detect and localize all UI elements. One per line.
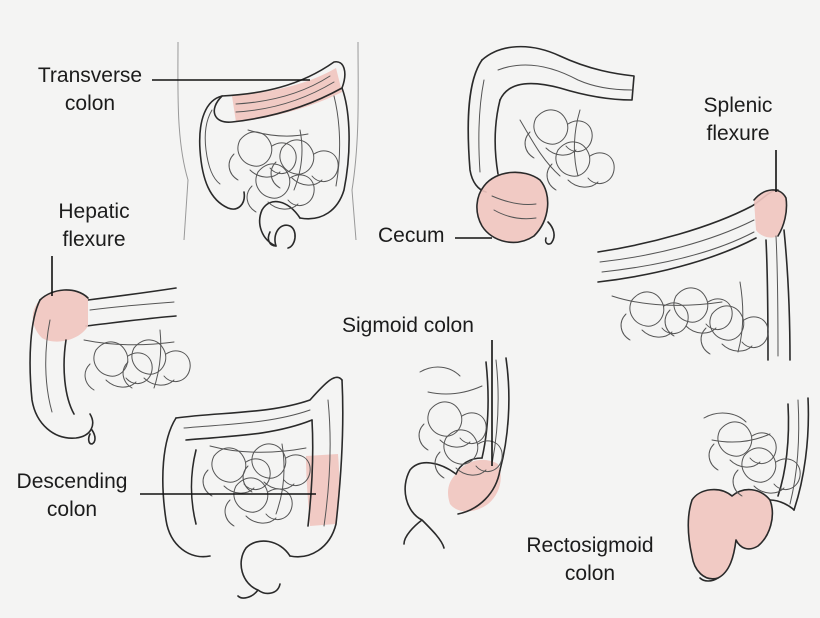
label-descending-line2: colon <box>46 498 98 521</box>
hepatic-appendix <box>87 429 96 445</box>
rectosigmoid-outline <box>687 488 774 580</box>
label-splenic-line1: Splenic <box>703 94 773 117</box>
sigmoid-highlight <box>448 459 501 512</box>
descending-rectum-outline <box>237 540 291 599</box>
descending-transverse-outline <box>175 376 343 419</box>
splenic-descending-outer <box>783 229 791 361</box>
panel-rectosigmoid-colon <box>687 397 810 582</box>
label-splenic-flexure: Splenic flexure <box>690 92 786 148</box>
ascending-inner-outline-2 <box>494 99 501 175</box>
label-hepatic-flexure: Hepatic flexure <box>46 198 142 254</box>
abdomen-outline-left <box>177 41 189 241</box>
sigmoid-descending-outer <box>499 357 510 471</box>
panel-transverse-colon <box>177 41 359 249</box>
panel-descending-colon <box>162 376 344 599</box>
cecum-highlight <box>476 172 548 243</box>
label-sigmoid-colon: Sigmoid colon <box>342 312 474 340</box>
sigmoid-outline-upper <box>455 457 483 475</box>
rectosigmoid-highlight <box>688 489 773 579</box>
splenic-descending-inner <box>765 239 769 361</box>
hepatic-transverse-bottom <box>85 315 177 327</box>
rectum-outline-1 <box>258 200 301 247</box>
descending-highlight <box>306 454 340 526</box>
label-transverse-colon: Transverse colon <box>30 62 150 118</box>
label-transverse-line1: Transverse <box>37 64 143 87</box>
descending-colon-outline-1 <box>299 87 350 220</box>
label-descending-line1: Descending <box>16 470 128 493</box>
rectosigmoid-rectum-end <box>699 577 719 582</box>
hepatic-highlight <box>32 289 88 342</box>
sigmoid-rectum-outline <box>403 462 457 549</box>
rectosigmoid-descending-outer <box>793 397 810 511</box>
label-hepatic-line1: Hepatic <box>58 200 130 223</box>
label-sigmoid-line1: Sigmoid colon <box>342 314 474 337</box>
panel-splenic-flexure <box>597 189 791 361</box>
splenic-transverse-bottom <box>597 237 757 283</box>
descending-ascending-outline <box>162 417 211 558</box>
label-rectosigmoid-line1: Rectosigmoid <box>526 534 654 557</box>
leader-lines <box>51 79 777 495</box>
rectosigmoid-descending-inner <box>777 403 790 497</box>
label-cecum-line1: Cecum <box>378 224 445 247</box>
sigmoid-descending-inner <box>481 361 489 459</box>
sigmoid-outline-lower <box>457 469 501 515</box>
label-cecum: Cecum <box>378 222 445 250</box>
panel-sigmoid-colon <box>403 357 510 549</box>
ascending-colon-outline-2 <box>467 59 487 193</box>
label-descending-colon: Descending colon <box>8 468 136 524</box>
label-splenic-line2: flexure <box>706 122 770 145</box>
panel-cecum <box>467 45 635 245</box>
hepatic-ascending-inner <box>63 339 75 415</box>
splenic-flexure-outline <box>753 189 788 237</box>
panel-hepatic-flexure <box>29 287 191 445</box>
appendix-outline <box>544 221 555 245</box>
label-rectosigmoid-colon: Rectosigmoid colon <box>516 532 664 588</box>
label-rectosigmoid-line2: colon <box>564 562 616 585</box>
descending-ascending-inner <box>190 449 197 525</box>
splenic-highlight <box>754 189 787 238</box>
label-transverse-line2: colon <box>64 92 116 115</box>
descending-colon-outer <box>289 379 344 558</box>
cecum-transverse-outline <box>481 45 635 101</box>
descending-colon-inner <box>307 419 314 527</box>
hepatic-transverse-top <box>87 287 177 301</box>
ascending-colon-outline-1 <box>198 95 246 210</box>
hepatic-flexure-outline <box>39 289 89 301</box>
descending-transverse-inner <box>185 419 313 441</box>
cecum-outline <box>476 171 549 244</box>
hepatic-ascending-outline <box>29 299 94 439</box>
abdomen-outline-right <box>351 41 359 241</box>
label-hepatic-line2: flexure <box>62 228 126 251</box>
